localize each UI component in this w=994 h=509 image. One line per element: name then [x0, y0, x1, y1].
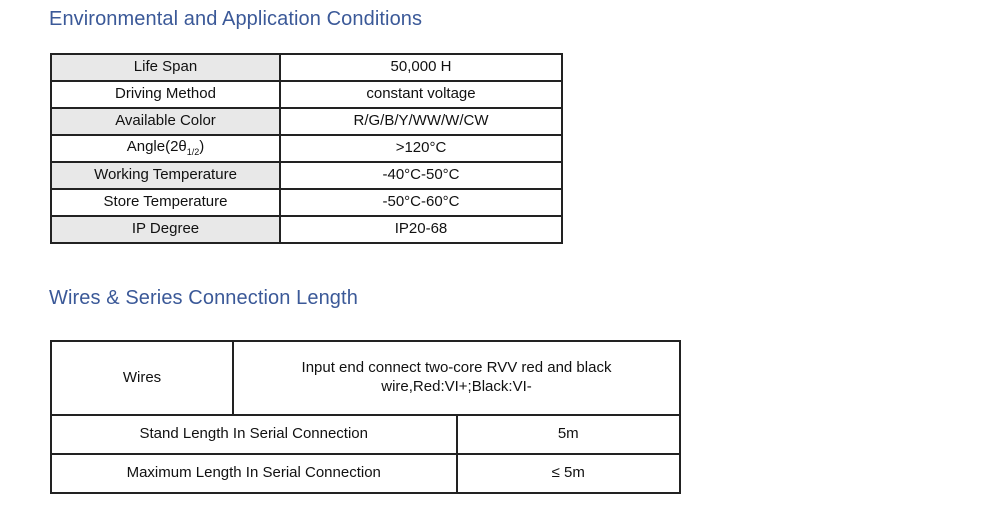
table-row: Working Temperature -40°C-50°C: [50, 161, 563, 190]
row-value-wires-description: Input end connect two-core RVV red and b…: [232, 340, 681, 416]
angle-label-subscript: 1/2: [186, 147, 200, 158]
row-value-angle: >120°C: [279, 134, 563, 163]
table-row: Wires Input end connect two-core RVV red…: [50, 340, 681, 416]
row-value-working-temperature: -40°C-50°C: [279, 161, 563, 190]
row-label-available-color: Available Color: [50, 107, 281, 136]
section-heading-environmental: Environmental and Application Conditions: [49, 8, 423, 30]
row-label-driving-method: Driving Method: [50, 80, 281, 109]
wires-description-line-2: wire,Red:VI+;Black:VI-: [381, 378, 532, 395]
wires-description-line-1: Input end connect two-core RVV red and b…: [301, 359, 612, 377]
table-row: Angle(2θ1/2) >120°C: [50, 134, 563, 163]
table-row: Stand Length In Serial Connection 5m: [50, 414, 681, 455]
row-label-stand-length: Stand Length In Serial Connection: [50, 414, 458, 455]
row-value-ip-degree: IP20-68: [279, 215, 563, 244]
wires-connection-table: Wires Input end connect two-core RVV red…: [50, 340, 681, 494]
angle-label-main: Angle(2θ: [126, 138, 187, 156]
row-label-maximum-length: Maximum Length In Serial Connection: [50, 453, 458, 494]
angle-label-tail: ): [199, 138, 205, 156]
row-value-maximum-length: ≤ 5m: [455, 453, 681, 494]
row-label-life-span: Life Span: [50, 53, 281, 82]
table-row: Available Color R/G/B/Y/WW/W/CW: [50, 107, 563, 136]
row-value-stand-length: 5m: [455, 414, 681, 455]
environmental-conditions-table: Life Span 50,000 H Driving Method consta…: [50, 53, 563, 244]
row-label-wires: Wires: [50, 340, 234, 416]
table-row: Maximum Length In Serial Connection ≤ 5m: [50, 453, 681, 494]
table-row: Store Temperature -50°C-60°C: [50, 188, 563, 217]
row-label-working-temperature: Working Temperature: [50, 161, 281, 190]
table-row: Driving Method constant voltage: [50, 80, 563, 109]
row-label-store-temperature: Store Temperature: [50, 188, 281, 217]
section-heading-wires: Wires & Series Connection Length: [49, 287, 358, 309]
table-row: Life Span 50,000 H: [50, 53, 563, 82]
row-label-ip-degree: IP Degree: [50, 215, 281, 244]
row-value-driving-method: constant voltage: [279, 80, 563, 109]
row-value-store-temperature: -50°C-60°C: [279, 188, 563, 217]
table-row: IP Degree IP20-68: [50, 215, 563, 244]
row-value-available-color: R/G/B/Y/WW/W/CW: [279, 107, 563, 136]
row-label-angle: Angle(2θ1/2): [50, 134, 281, 163]
row-value-life-span: 50,000 H: [279, 53, 563, 82]
